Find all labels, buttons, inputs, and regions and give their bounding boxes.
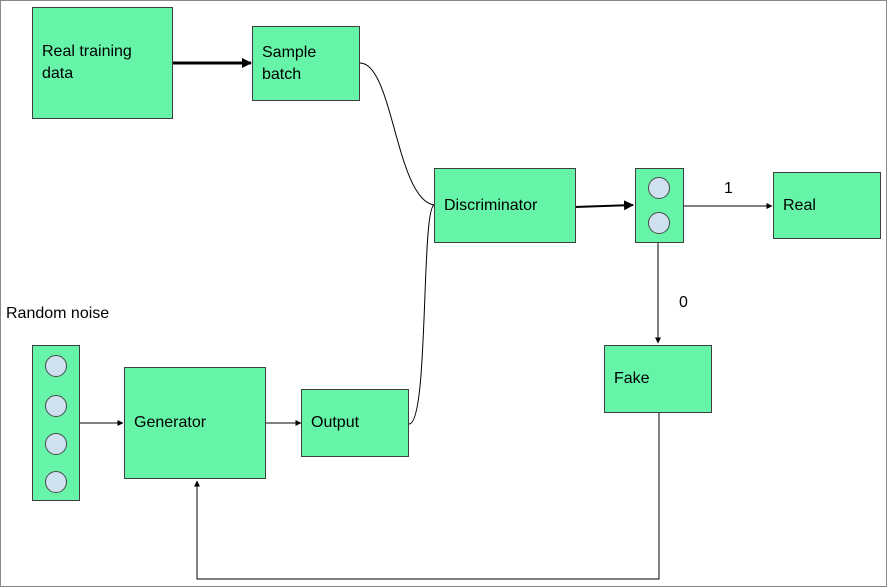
node-sample-batch: Sample batch <box>252 26 360 101</box>
node-generator-label: Generator <box>134 414 207 431</box>
noise-circle <box>45 433 67 455</box>
node-output: Output <box>301 389 409 457</box>
node-real-training-data-label: Real training data <box>42 43 132 82</box>
random-noise-label: Random noise <box>6 305 110 322</box>
noise-circle <box>45 355 67 377</box>
node-output-label: Output <box>311 414 360 431</box>
edge-fake-feedback-to-generator <box>194 412 660 580</box>
edge-sample-batch-to-discriminator <box>359 62 435 206</box>
score-vector <box>635 168 684 243</box>
node-fake-label: Fake <box>614 370 650 387</box>
node-generator: Generator <box>124 367 266 479</box>
edge-discriminator-to-scores <box>574 200 634 211</box>
score-circle-real <box>648 177 670 199</box>
edge-label-zero: 0 <box>679 294 688 311</box>
node-discriminator: Discriminator <box>434 168 576 243</box>
node-real-training-data: Real training data <box>32 7 173 119</box>
node-fake: Fake <box>604 345 712 413</box>
node-sample-batch-label: Sample batch <box>262 43 317 83</box>
noise-circle <box>45 395 67 417</box>
score-circle-fake <box>648 212 670 234</box>
node-real-label: Real <box>783 196 816 214</box>
node-discriminator-label: Discriminator <box>444 196 538 214</box>
noise-vector <box>32 345 80 501</box>
noise-circle <box>45 471 67 493</box>
edge-label-one: 1 <box>724 180 733 197</box>
node-real: Real <box>773 172 881 239</box>
edge-output-to-discriminator <box>408 204 435 425</box>
